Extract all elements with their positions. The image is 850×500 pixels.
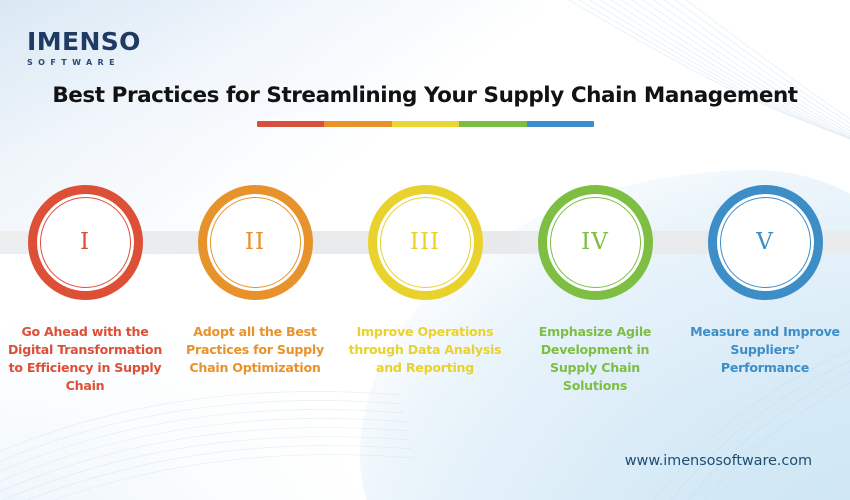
step-numeral: II xyxy=(244,229,266,255)
brand-logo: IMENSO SOFTWARE xyxy=(27,29,157,67)
page-title: Best Practices for Streamlining Your Sup… xyxy=(52,83,798,108)
logo-tagline: SOFTWARE xyxy=(27,58,120,67)
step-circle: I xyxy=(27,185,143,300)
step-ring-inner xyxy=(719,197,811,288)
step-circle: III xyxy=(367,185,483,300)
steps-row: I Go Ahead with the Digital Transformati… xyxy=(0,185,850,395)
step-ring-inner xyxy=(379,197,471,288)
title-underline xyxy=(257,121,594,127)
underline-segment-4 xyxy=(459,121,527,127)
step-item: IV Emphasize Agile Development in Supply… xyxy=(516,185,674,395)
step-ring-inner xyxy=(39,197,131,288)
underline-segment-2 xyxy=(324,121,392,127)
step-numeral: IV xyxy=(581,229,609,255)
step-circle: V xyxy=(707,185,823,300)
logo-wordmark: IMENSO xyxy=(27,27,141,56)
step-item: II Adopt all the Best Practices for Supp… xyxy=(176,185,334,395)
step-circle: II xyxy=(197,185,313,300)
top-left-diagonal-band xyxy=(0,0,549,158)
step-caption: Improve Operations through Data Analysis… xyxy=(348,324,502,375)
step-circle: IV xyxy=(537,185,653,300)
underline-segment-5 xyxy=(526,121,594,127)
step-item: I Go Ahead with the Digital Transformati… xyxy=(6,185,164,395)
step-numeral: III xyxy=(409,229,441,255)
footer-website-url: www.imensosoftware.com xyxy=(624,453,812,469)
step-numeral: I xyxy=(79,229,91,255)
underline-segment-3 xyxy=(391,121,460,127)
step-caption: Emphasize Agile Development in Supply Ch… xyxy=(538,324,652,393)
step-caption: Go Ahead with the Digital Transformation… xyxy=(7,324,163,393)
step-ring-inner xyxy=(209,197,301,288)
underline-segment-1 xyxy=(257,121,325,127)
step-caption: Measure and Improve Suppliers’ Performan… xyxy=(690,324,840,375)
step-item: III Improve Operations through Data Anal… xyxy=(346,185,504,395)
step-caption: Adopt all the Best Practices for Supply … xyxy=(186,324,324,375)
step-item: V Measure and Improve Suppliers’ Perform… xyxy=(686,185,844,395)
step-numeral: V xyxy=(756,229,774,255)
step-ring-inner xyxy=(549,197,641,288)
